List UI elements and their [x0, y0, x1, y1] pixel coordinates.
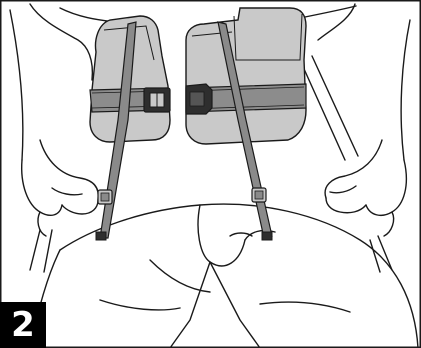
- strap-adjuster-slide-icon: [98, 190, 112, 204]
- right-arm: [325, 140, 406, 236]
- strap-adjuster-slide-icon: [252, 188, 266, 202]
- left-arm: [22, 140, 99, 236]
- side-release-buckle-open-icon: [144, 88, 170, 112]
- step-number-badge: 2: [0, 302, 46, 348]
- side-release-buckle-tongue-icon: [186, 84, 212, 114]
- lap-outline: [30, 204, 418, 348]
- step-number: 2: [11, 305, 35, 345]
